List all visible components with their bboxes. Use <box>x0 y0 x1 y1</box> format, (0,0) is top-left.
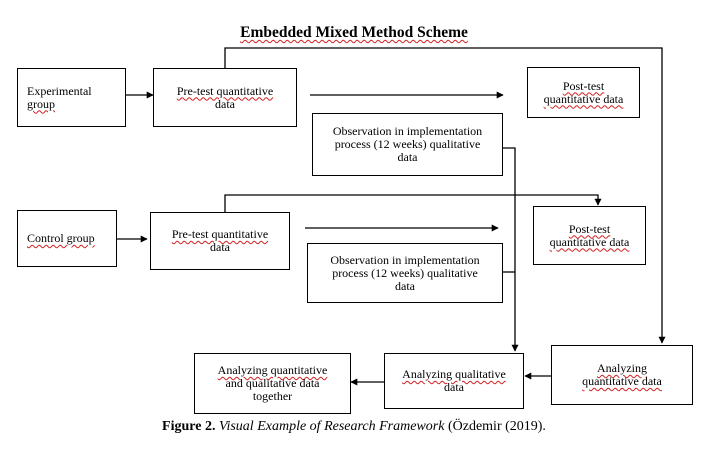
box-text-line: data <box>215 96 235 111</box>
box-text-line: Analyzing <box>597 361 647 375</box>
ctrl-pretest-box: Pre-test quantitative data <box>150 212 290 270</box>
exp-observation-box: Observation in implementation process (1… <box>312 113 503 176</box>
arrow-exp-pretest-to-analyzing-quantitative <box>224 47 666 344</box>
arrow-exp-observation-to-analyzing-qualitative <box>503 147 519 352</box>
analyzing-together-box: Analyzing quantitative and qualitative d… <box>194 353 351 414</box>
exp-posttest-box: Post-test quantitative data <box>527 67 640 118</box>
control-group-box: Control group <box>17 210 117 267</box>
box-text-line: quantitative data <box>549 234 630 249</box>
box-text-line: process (12 weeks) qualitative <box>334 137 481 151</box>
figure-caption: Figure 2. Visual Example of Research Fra… <box>0 419 708 435</box>
exp-pretest-box: Pre-test quantitative data <box>153 68 297 127</box>
box-text-line: data <box>395 278 415 293</box>
box-text-line: together <box>252 389 293 403</box>
box-text-line: Observation in implementation <box>330 252 480 267</box>
box-text-line: process (12 weeks) qualitative <box>332 265 478 280</box>
ctrl-observation-box: Observation in implementation process (1… <box>307 243 503 303</box>
analyzing-quantitative-box: Analyzing quantitative data <box>551 345 693 405</box>
box-text-line: and qualitative data <box>225 376 320 390</box>
analyzing-qualitative-box: Analyzing qualitative data <box>384 353 524 409</box>
caption-label: Figure 2. <box>162 419 216 434</box>
ctrl-posttest-box: Post-test quantitative data <box>533 206 646 265</box>
box-text-line: Observation in implementation <box>332 124 483 138</box>
box-text-line: quantitative data <box>582 374 662 388</box>
box-text-line: data <box>444 380 464 394</box>
box-text-line: group <box>27 96 55 111</box>
box-text-line: quantitative data <box>543 91 624 106</box>
box-text-line: Experimental <box>27 83 92 98</box>
box-text-line: data <box>397 150 418 164</box>
arrow-ctrl-pretest-to-posttest-top <box>224 194 602 212</box>
box-text-line: Analyzing quantitative <box>217 363 328 377</box>
box-text-line: Post-test <box>568 221 611 236</box>
box-text-line: Control group <box>27 231 95 245</box>
caption-source: (Özdemir (2019). <box>447 419 546 434</box>
box-text-line: Pre-test quantitative <box>171 227 269 241</box>
box-text-line: Pre-test quantitative <box>176 83 274 98</box>
diagram-title: Embedded Mixed Method Scheme <box>240 24 468 41</box>
box-text-line: data <box>210 240 230 254</box>
box-text-line: Analyzing qualitative <box>402 367 506 381</box>
caption-title: Visual Example of Research Framework <box>218 419 445 434</box>
box-text-line: Post-test <box>562 78 605 93</box>
experimental-group-box: Experimental group <box>17 68 126 127</box>
